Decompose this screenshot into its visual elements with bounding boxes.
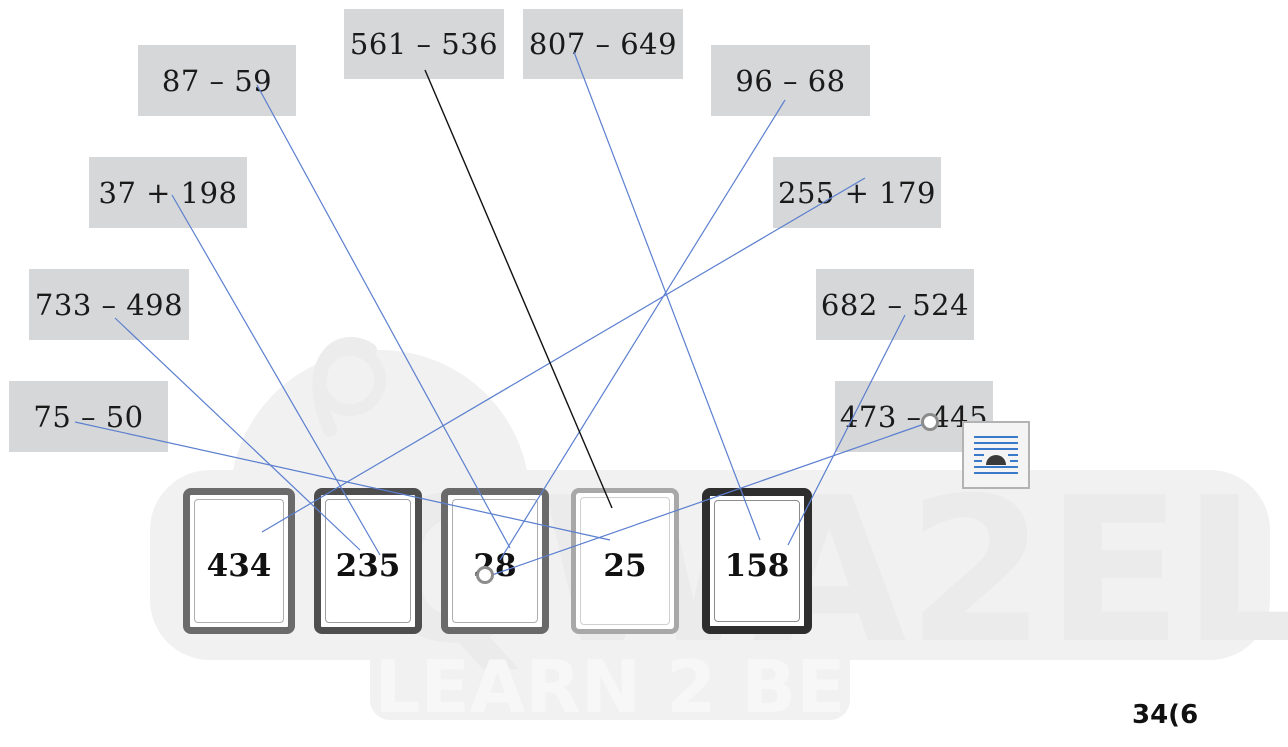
expression-96-68[interactable]: 96 – 68 xyxy=(711,45,870,116)
layout-options-button[interactable] xyxy=(962,421,1030,489)
layout-options-icon xyxy=(974,436,1018,474)
connector-line[interactable] xyxy=(261,177,866,533)
connector-line-selected[interactable] xyxy=(424,69,613,509)
expression-75-50[interactable]: 75 – 50 xyxy=(9,381,168,452)
expression-561-536[interactable]: 561 – 536 xyxy=(344,9,504,79)
card-value: 434 xyxy=(206,548,272,584)
page-number: 34(6 xyxy=(1132,700,1199,730)
watermark-tagline: LEARN 2 BE xyxy=(375,645,846,729)
expression-255-179[interactable]: 255 + 179 xyxy=(773,157,941,228)
answer-card-434[interactable]: 434 xyxy=(183,488,295,634)
drag-handle-icon[interactable] xyxy=(921,413,939,431)
answer-card-235[interactable]: 235 xyxy=(314,488,422,634)
connector-line[interactable] xyxy=(573,51,761,541)
connector-line[interactable] xyxy=(256,84,511,549)
drag-handle-icon[interactable] xyxy=(476,566,494,584)
expression-37-198[interactable]: 37 + 198 xyxy=(89,157,247,228)
answer-card-28[interactable]: 28 xyxy=(441,488,549,634)
answer-card-25[interactable]: 25 xyxy=(571,488,679,634)
card-value: 25 xyxy=(603,548,647,584)
answer-card-158[interactable]: 158 xyxy=(702,488,812,634)
card-value: 158 xyxy=(724,548,790,584)
expression-87-59[interactable]: 87 – 59 xyxy=(138,45,296,116)
expression-682-524[interactable]: 682 – 524 xyxy=(816,269,974,340)
expression-733-498[interactable]: 733 – 498 xyxy=(29,269,189,340)
card-value: 235 xyxy=(335,548,401,584)
expression-807-649[interactable]: 807 – 649 xyxy=(523,9,683,79)
